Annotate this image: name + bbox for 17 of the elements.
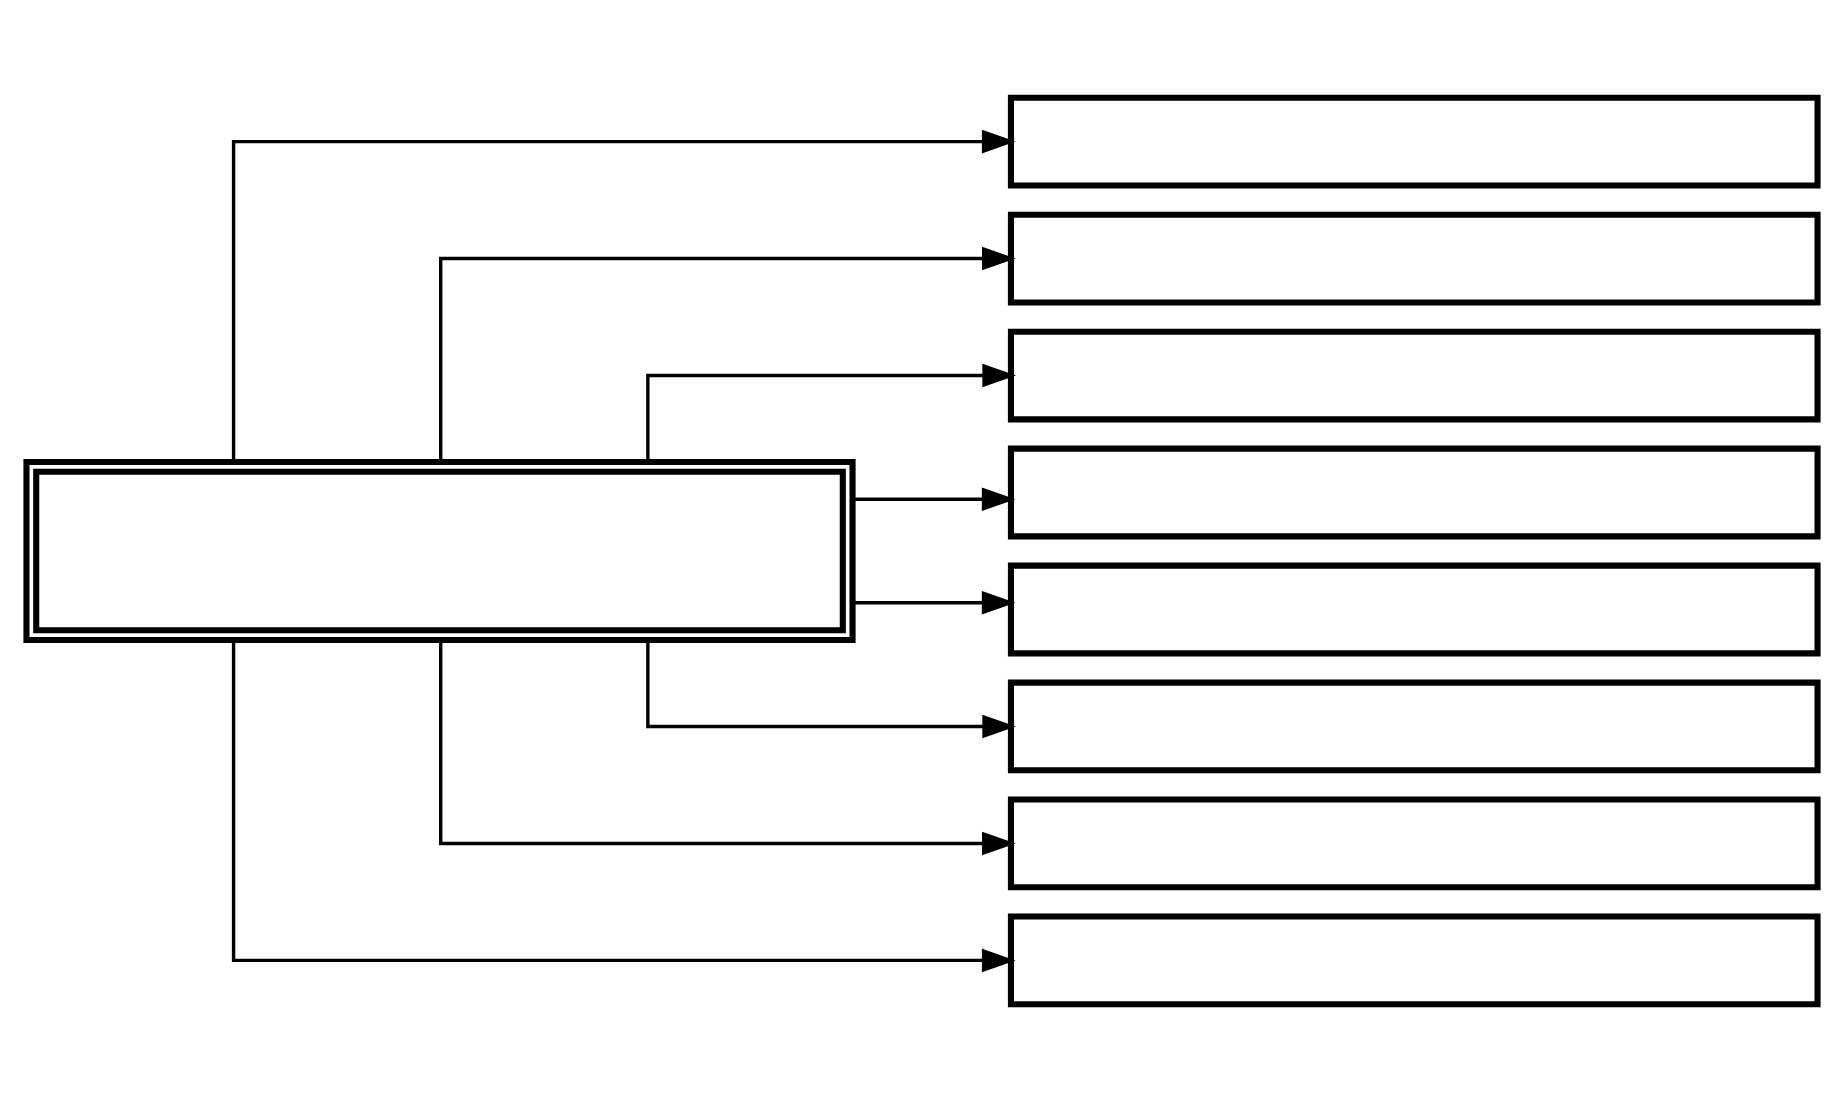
node-box [1007, 445, 1821, 540]
node-box [1007, 562, 1821, 657]
node-box [1007, 211, 1821, 306]
arrow [646, 640, 1016, 739]
arrow [439, 640, 1016, 856]
arrow [231, 129, 1016, 462]
arrow [852, 591, 1016, 615]
node-box [1007, 913, 1821, 1008]
node-box [1007, 679, 1821, 774]
node-box [1007, 94, 1821, 189]
arrow [439, 246, 1016, 462]
node-box [1007, 796, 1821, 891]
arrow [646, 363, 1016, 462]
arrow [852, 487, 1016, 511]
node-box [23, 459, 856, 643]
arrow [231, 640, 1016, 973]
node-box [1007, 328, 1821, 423]
